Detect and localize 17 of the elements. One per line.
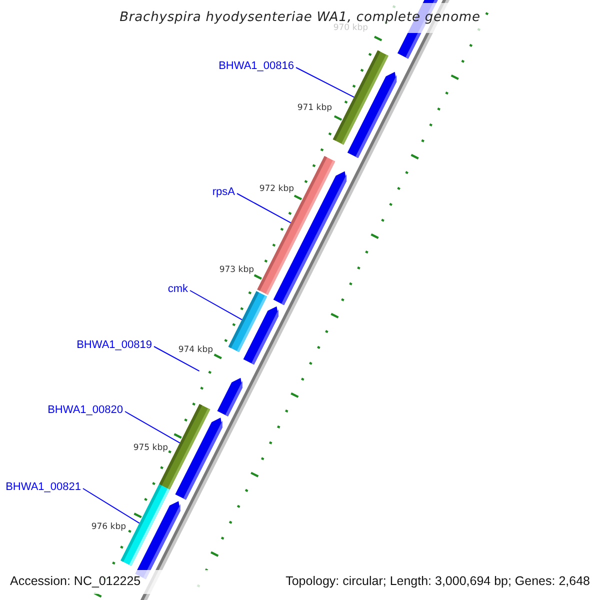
scale-label: 972 kbp [259,185,294,194]
gene-label: BHWA1_00821 [6,482,81,493]
leader-line [154,346,200,372]
gene-label: rpsA [212,187,235,198]
gene-label: BHWA1_00820 [48,405,123,416]
gene-label: BHWA1_00816 [218,61,294,72]
leader-line [82,488,140,524]
title: Brachyspira hyodysenteriae WA1, complete genome [120,11,480,24]
gene-label: cmk [168,284,188,295]
genome-summary-text: Topology: circular; Length: 3,000,694 bp; Genes: 2,648 [286,575,590,588]
leader-line [190,290,242,320]
scale-label: 976 kbp [91,523,126,532]
gene-label: BHWA1_00819 [76,340,152,351]
scale-label: 975 kbp [133,444,168,452]
leader-line [124,411,180,444]
leader-line [236,193,292,224]
leader-line [296,67,355,98]
